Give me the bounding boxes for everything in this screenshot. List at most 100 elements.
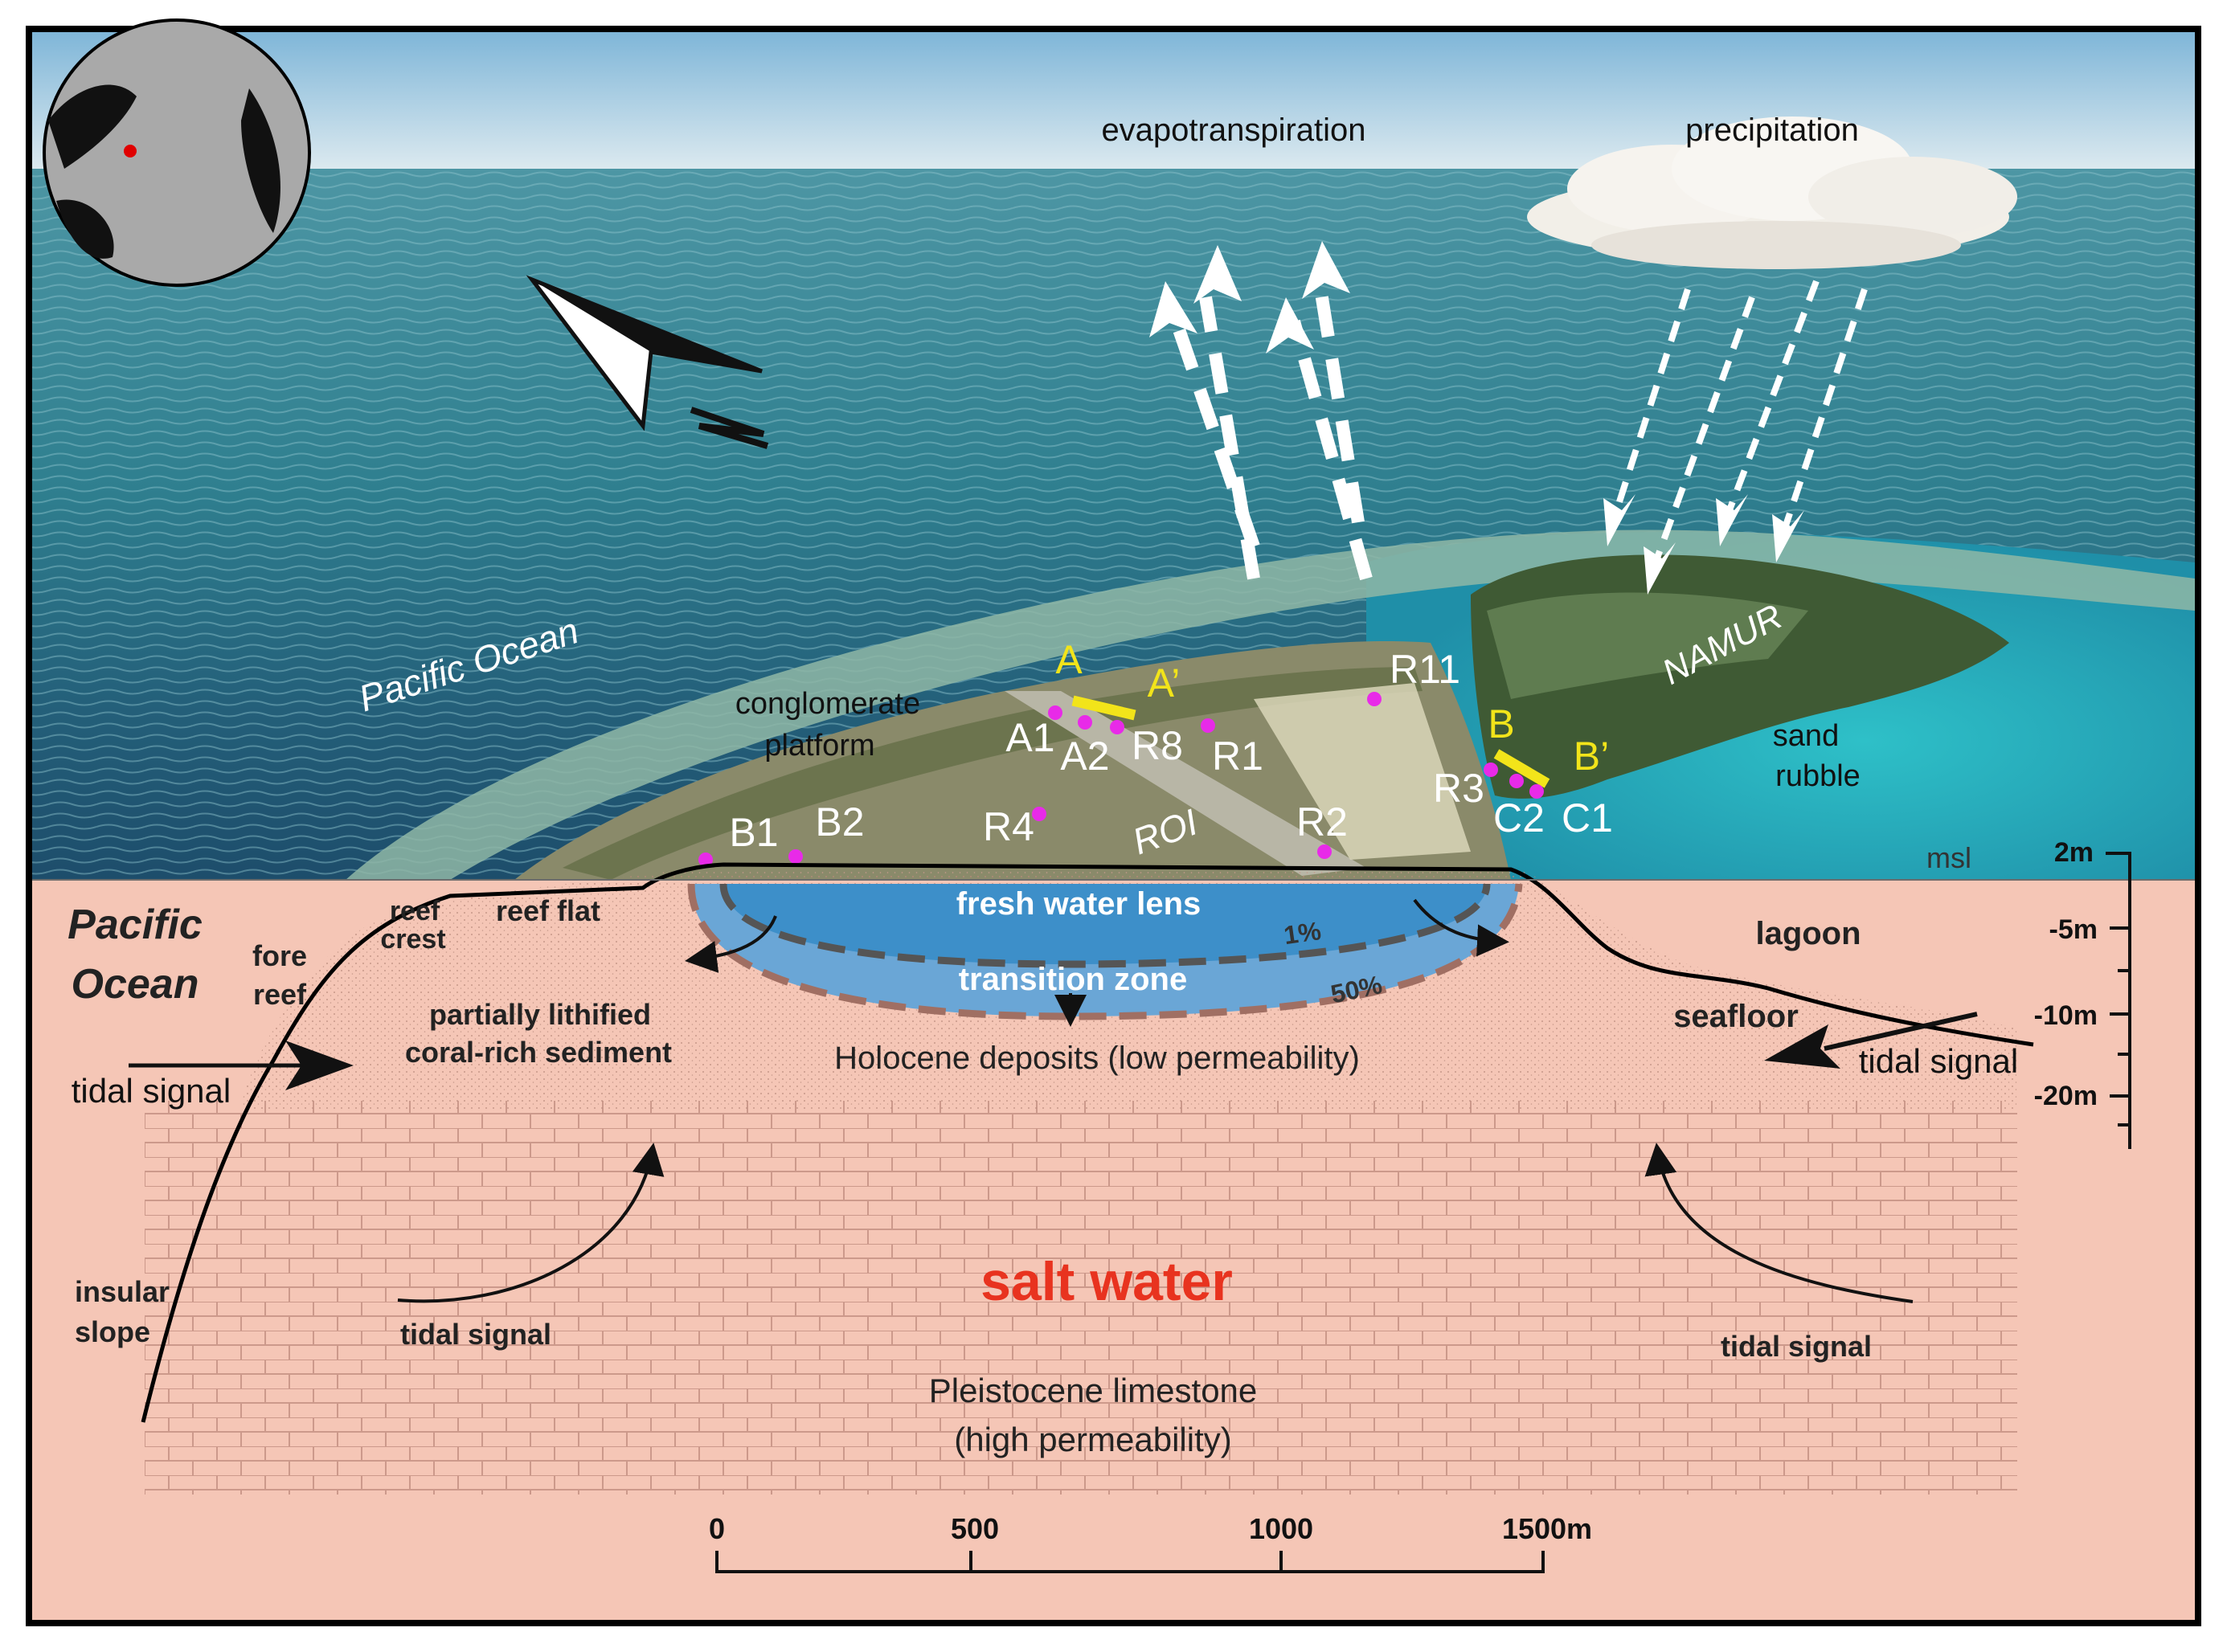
distance-1000-label: 1000 <box>1249 1512 1313 1545</box>
transect-b-line <box>1493 749 1550 788</box>
distance-500-label: 500 <box>951 1512 999 1545</box>
tidal-signal-right-label: tidal signal <box>1859 1042 2018 1080</box>
runway-apron <box>1254 683 1471 860</box>
well-r3-label: R3 <box>1433 766 1484 811</box>
well-r2-label: R2 <box>1296 799 1348 844</box>
depth-5m-label: -5m <box>2049 914 2098 945</box>
contour-1pct-label: 1% <box>1282 916 1323 950</box>
tidal-signal-left-label: tidal signal <box>72 1072 231 1110</box>
section-labels: msl Pacific Ocean fore reef reef crest r… <box>68 841 2018 1458</box>
pleistocene-label-line1: Pleistocene limestone <box>929 1372 1258 1409</box>
lagoon-label: lagoon <box>1755 916 1861 951</box>
well-r8-marker <box>1110 720 1124 734</box>
transect-b-label: B <box>1488 701 1514 746</box>
fore-reef-label-line1: fore <box>252 939 307 972</box>
transition-zone-label: transition zone <box>959 962 1187 997</box>
location-marker-icon <box>124 145 137 157</box>
well-c2-label: C2 <box>1493 795 1545 840</box>
precipitation-arrowheads <box>1603 494 1804 595</box>
pleistocene-limestone <box>145 1101 2017 1495</box>
globe-inset <box>43 18 311 287</box>
depth-20m-label: -20m <box>2034 1081 2098 1111</box>
well-c1-label: C1 <box>1562 795 1613 840</box>
scale-labels: 2m -5m -10m -20m 0 500 1000 1500m <box>709 837 2098 1545</box>
tidal-arrow-left <box>129 1041 354 1090</box>
distance-scale <box>715 1551 1545 1573</box>
well-r11-marker <box>1367 692 1382 706</box>
well-b1-marker <box>698 853 713 867</box>
well-a1-label: A1 <box>1005 715 1054 760</box>
tidal-signal-bottom-right-label: tidal signal <box>1721 1330 1872 1363</box>
cloud <box>1527 117 2017 269</box>
conglomerate-label-line1: conglomerate <box>735 687 920 721</box>
well-r11-label: R11 <box>1390 647 1460 692</box>
reef-flat-label: reef flat <box>496 894 600 927</box>
namur-clearing <box>1487 592 1808 699</box>
surface-profile-line <box>141 862 2034 1423</box>
roi-vegetation <box>563 667 1423 880</box>
insular-slope-label-line2: slope <box>75 1315 150 1348</box>
pacific-section-label-line2: Ocean <box>72 961 199 1008</box>
lens-flow-arrow-left <box>685 915 777 973</box>
well-a2-label: A2 <box>1060 734 1109 779</box>
globe-landmass <box>48 84 137 169</box>
cross-section <box>32 852 2195 1620</box>
tidal-signal-bottom-left-label: tidal signal <box>400 1318 551 1351</box>
sand-rubble-label-line2: rubble <box>1775 759 1861 793</box>
globe-landmass <box>56 199 114 259</box>
well-b2-marker <box>788 849 803 864</box>
well-r1-label: R1 <box>1212 734 1263 779</box>
evapotranspiration-label: evapotranspiration <box>1101 112 1365 148</box>
conglomerate-label-line2: platform <box>764 729 874 763</box>
insular-slope-label-line1: insular <box>75 1275 170 1308</box>
transect-a-prime-label: A’ <box>1148 660 1181 705</box>
well-r3-marker <box>1484 763 1498 777</box>
globe-landmass <box>241 88 280 233</box>
precipitation-label: precipitation <box>1685 112 1859 148</box>
contour-1pct-line <box>719 883 1491 968</box>
fresh-water-lens-label: fresh water lens <box>956 886 1202 922</box>
holocene-label: Holocene deposits (low permeability) <box>834 1041 1360 1076</box>
aerial-photo <box>32 18 2195 880</box>
well-c1-marker <box>1529 784 1544 799</box>
transect-a-line <box>1071 695 1136 721</box>
well-r4-label: R4 <box>983 804 1034 849</box>
depth-10m-label: -10m <box>2034 1000 2098 1031</box>
salt-water-label: salt water <box>980 1251 1233 1312</box>
tidal-arrow-bottom-right <box>1644 1143 1914 1303</box>
well-r2-marker <box>1317 844 1332 859</box>
well-r4-marker <box>1032 807 1046 821</box>
sediment-label-line1: partially lithified <box>429 998 651 1031</box>
tidal-arrow-right <box>1764 1012 1978 1069</box>
runway <box>1005 691 1366 876</box>
distance-1500m-label: 1500m <box>1502 1512 1592 1545</box>
seafloor-label: seafloor <box>1673 999 1799 1034</box>
lens-flow-arrow-right <box>1413 898 1509 957</box>
well-b2-label: B2 <box>815 799 864 844</box>
well-r8-label: R8 <box>1132 723 1183 768</box>
north-arrow-icon <box>526 275 769 449</box>
transect-a-label: A <box>1055 637 1083 682</box>
sand-rubble-label-line1: sand <box>1773 719 1839 753</box>
reef-crest-label-line2: crest <box>380 924 445 955</box>
contour-50pct-line <box>687 883 1523 1020</box>
sediment-label-line2: coral-rich sediment <box>405 1036 672 1069</box>
transect-b-prime-label: B’ <box>1574 734 1609 779</box>
pacific-section-label-line1: Pacific <box>68 902 203 948</box>
depth-scale <box>2106 852 2131 1149</box>
well-b1-label: B1 <box>729 810 778 855</box>
precipitation-arrows <box>1612 280 1868 564</box>
fresh-water-lens-body <box>723 884 1487 964</box>
distance-0-label: 0 <box>709 1512 725 1545</box>
tidal-arrow-bottom-left <box>397 1143 665 1303</box>
msl-label: msl <box>1926 841 1971 874</box>
evapotranspiration-arrowheads <box>1149 241 1350 354</box>
pleistocene-label-line2: (high permeability) <box>954 1421 1231 1458</box>
well-markers <box>698 692 1544 867</box>
evapotranspiration-arrows <box>1167 272 1373 581</box>
reef-flat-water <box>346 530 2195 880</box>
well-a1-marker <box>1048 705 1062 720</box>
depth-2m-label: 2m <box>2054 837 2094 868</box>
